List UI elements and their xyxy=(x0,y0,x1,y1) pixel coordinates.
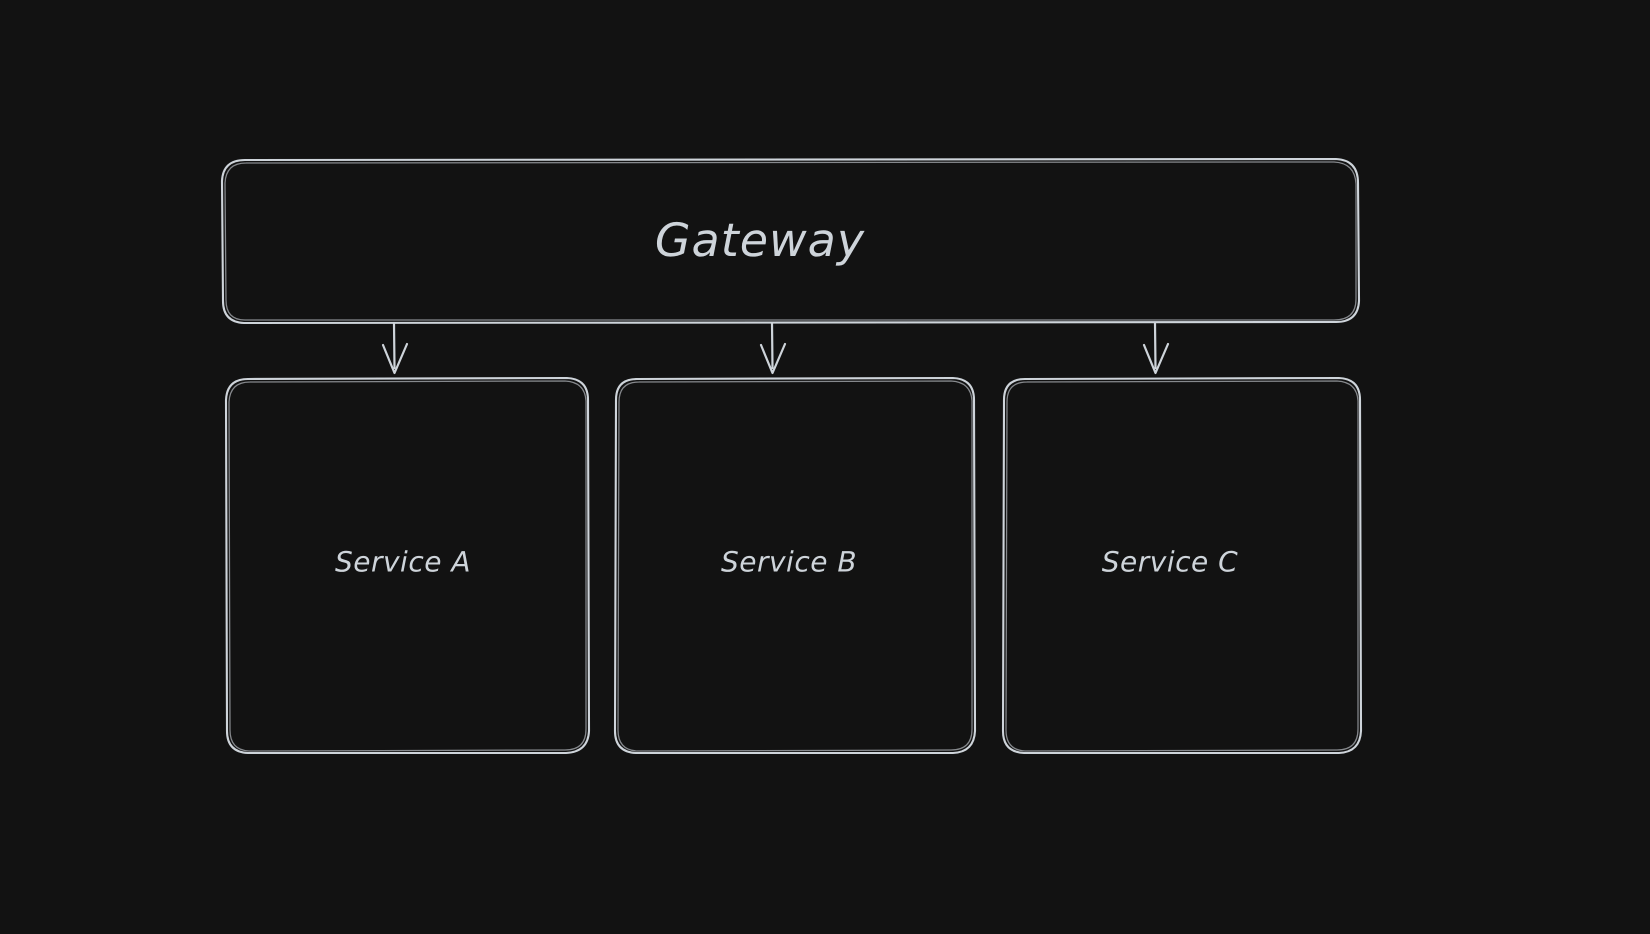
edge-gateway-to-service-c[interactable] xyxy=(1142,321,1170,375)
node-label-service-a: Service A xyxy=(334,545,472,579)
node-label-service-b: Service B xyxy=(720,545,858,579)
node-service-b-shape[interactable] xyxy=(613,376,977,755)
node-label-gateway: Gateway xyxy=(654,213,866,267)
node-service-a-shape[interactable] xyxy=(224,376,591,755)
edge-gateway-to-service-a[interactable] xyxy=(381,321,409,375)
node-label-service-c: Service C xyxy=(1101,545,1239,579)
node-service-c-shape[interactable] xyxy=(1001,376,1363,755)
edge-gateway-to-service-b[interactable] xyxy=(759,321,787,375)
node-gateway-shape[interactable] xyxy=(220,157,1361,325)
